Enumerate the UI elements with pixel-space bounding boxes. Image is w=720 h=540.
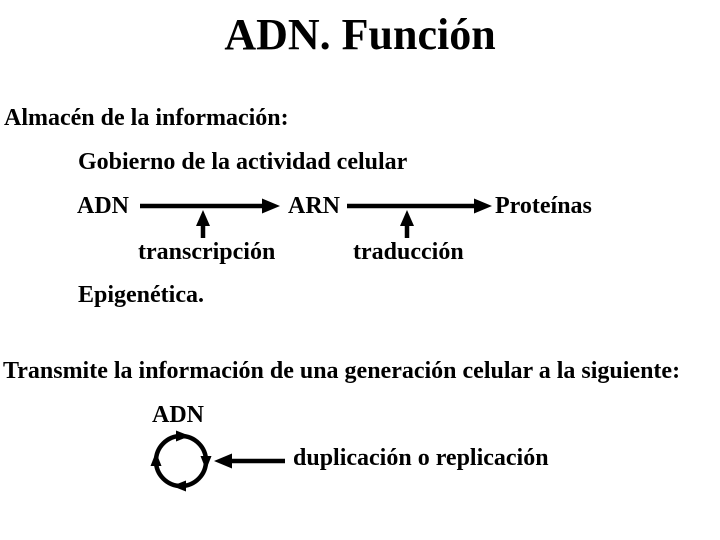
transcription-label: transcripción	[138, 239, 276, 265]
arrow-up-transcription-icon	[196, 210, 210, 238]
replication-node-dna: ADN	[152, 402, 204, 428]
arrow-up-translation-icon	[400, 210, 414, 238]
replication-label: duplicación o replicación	[293, 445, 549, 471]
arrow-right-translation-icon	[347, 198, 492, 214]
arrow-left-replication-icon	[214, 453, 285, 469]
slide-title: ADN. Función	[224, 10, 496, 59]
dogma-node-rna: ARN	[288, 193, 340, 219]
circular-dna-icon	[150, 430, 212, 492]
arrow-right-transcription-icon	[140, 198, 280, 214]
epigenetics-line: Epigenética.	[78, 282, 204, 308]
storage-heading: Almacén de la información:	[4, 105, 289, 131]
translation-label: traducción	[353, 239, 464, 265]
dogma-node-dna: ADN	[77, 193, 129, 219]
storage-subline: Gobierno de la actividad celular	[78, 149, 408, 175]
dogma-node-proteins: Proteínas	[495, 193, 592, 219]
transmission-heading: Transmite la información de una generaci…	[3, 358, 681, 384]
